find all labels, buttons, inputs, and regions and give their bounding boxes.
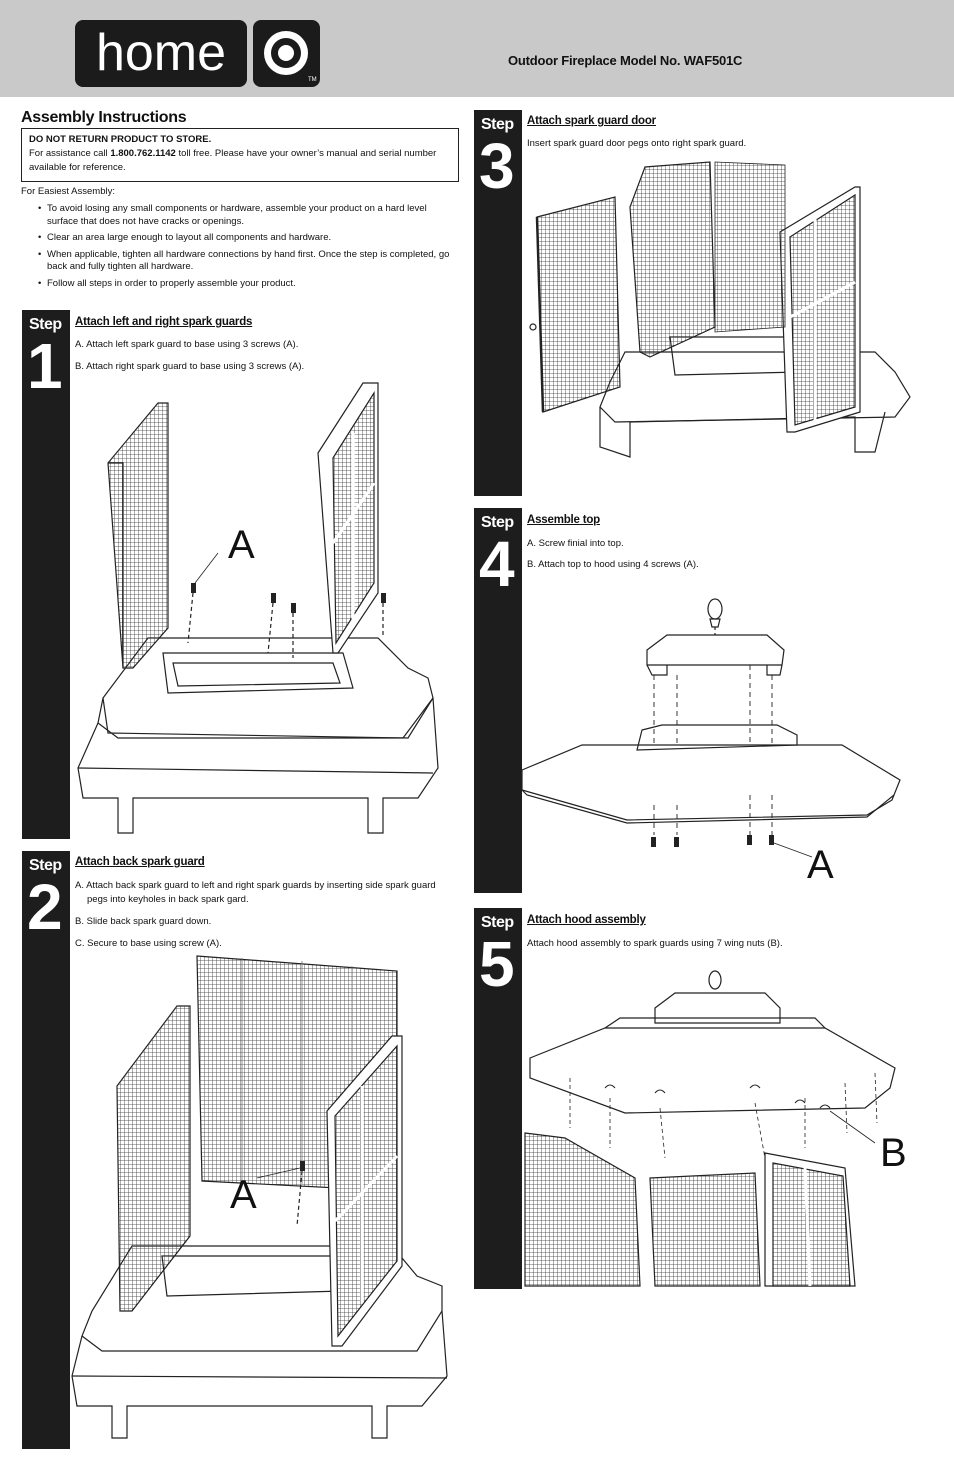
step-2-illustration: A [71, 955, 448, 1439]
model-number: Outdoor Fireplace Model No. WAF501C [508, 53, 743, 68]
step-1-title: Attach left and right spark guards [75, 316, 253, 328]
step-5-illustration: B [524, 970, 907, 1287]
assistance-text: For assistance call 1.800.762.1142 toll … [29, 148, 437, 173]
page-header: home TM Outdoor Fireplace Model No. WAF5… [0, 0, 954, 97]
tip-item: When applicable, tighten all hardware co… [38, 249, 458, 274]
step-4-callout-a: A [807, 843, 834, 887]
logo-text: home [96, 24, 226, 82]
step-1-bar: Step 1 [22, 310, 70, 839]
home-brand-logo: home TM [75, 20, 320, 87]
step-5-title: Attach hood assembly [527, 914, 646, 926]
step-1-callout-a: A [228, 523, 255, 567]
step-3-title: Attach spark guard door [527, 115, 656, 127]
tip-item: To avoid losing any small components or … [38, 203, 458, 228]
step-4-bar: Step 4 [474, 508, 522, 893]
step-4-number: 4 [479, 528, 515, 600]
step-5-callout-b: B [880, 1131, 907, 1175]
step-2-title: Attach back spark guard [75, 856, 205, 868]
step-5-line: Attach hood assembly to spark guards usi… [527, 938, 783, 949]
easiest-assembly-label: For Easiest Assembly: [21, 186, 115, 197]
assembly-instructions-title: Assembly Instructions [21, 109, 187, 126]
step-4-title: Assemble top [527, 514, 601, 526]
step-1-line-b: B. Attach right spark guard to base usin… [75, 361, 305, 372]
warning-box: DO NOT RETURN PRODUCT TO STORE. For assi… [21, 128, 459, 182]
assembly-tips-list: To avoid losing any small components or … [38, 203, 458, 294]
step-1-illustration: A [77, 382, 439, 834]
assistance-phone: 1.800.762.1142 [110, 148, 176, 159]
step-2-callout-a: A [230, 1173, 257, 1217]
step-1-line-a: A. Attach left spark guard to base using… [75, 339, 299, 350]
do-not-return-warning: DO NOT RETURN PRODUCT TO STORE. [29, 134, 212, 145]
step-3-line: Insert spark guard door pegs onto right … [527, 138, 747, 149]
step-2-line-a: A. Attach back spark guard to left and r… [75, 880, 436, 905]
step-2-line-b: B. Slide back spark guard down. [75, 916, 212, 927]
logo-trademark: TM [308, 77, 317, 83]
tip-item: Follow all steps in order to properly as… [38, 278, 458, 291]
tip-item: Clear an area large enough to layout all… [38, 232, 458, 245]
step-2-number: 2 [27, 871, 63, 943]
step-3-number: 3 [479, 130, 515, 202]
step-4-illustration: A [521, 598, 901, 887]
step-1-number: 1 [27, 330, 63, 402]
step-4-line-b: B. Attach top to hood using 4 screws (A)… [527, 559, 699, 570]
step-5-bar: Step 5 [474, 908, 522, 1289]
step-2-line-c: C. Secure to base using screw (A). [75, 938, 222, 949]
step-5-number: 5 [479, 928, 515, 1000]
step-4-line-a: A. Screw finial into top. [527, 538, 624, 549]
step-2-bar: Step 2 [22, 851, 70, 1449]
step-3-bar: Step 3 [474, 110, 522, 496]
step-3-illustration [529, 161, 911, 458]
